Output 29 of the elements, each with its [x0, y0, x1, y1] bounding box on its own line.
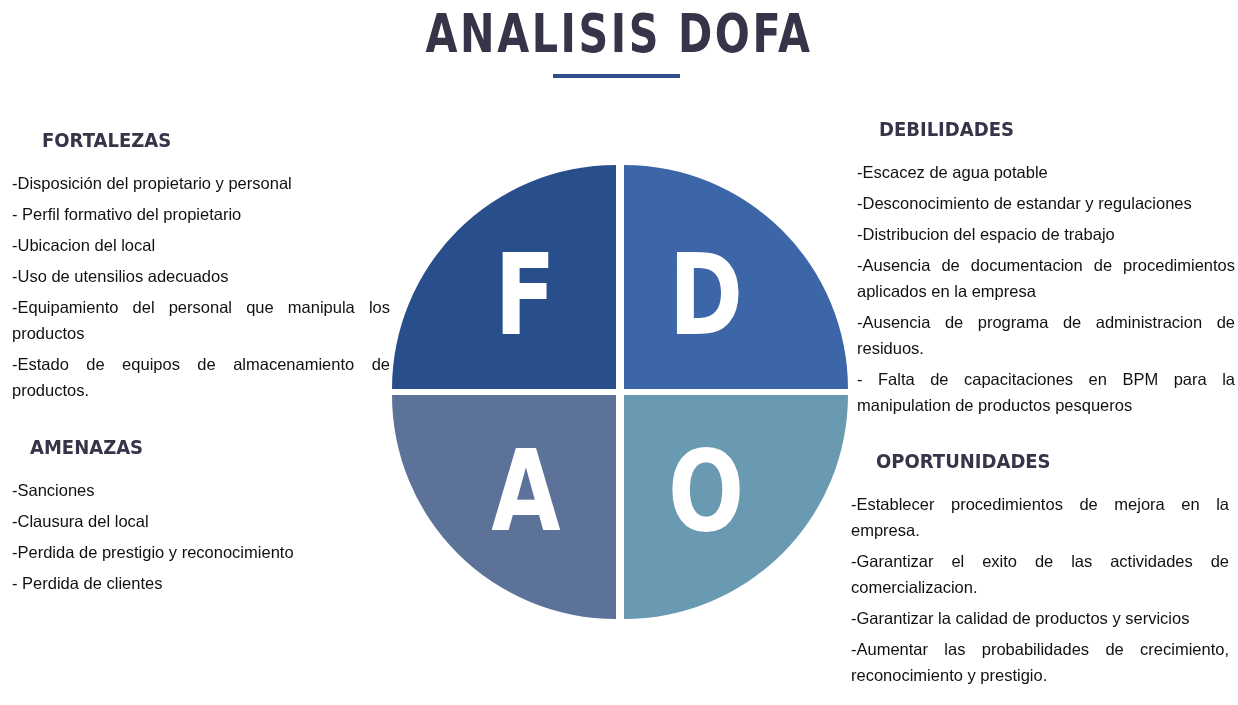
list-item: -Perdida de prestigio y reconocimiento [12, 542, 295, 563]
list-item: - Perfil formativo del propietario [12, 204, 243, 225]
list-item: -Ausencia de documentacion de procedimientos aplicados en la empresa [857, 255, 1235, 302]
list-item: - Perdida de clientes [12, 573, 164, 594]
section-heading: OPORTUNIDADES [876, 449, 1051, 473]
title: ANALISIS DOFA [424, 2, 814, 65]
list-item: -Distribucion del espacio de trabajo [857, 224, 1116, 245]
quadrant-letter: F [494, 239, 556, 351]
list-item: -Aumentar las probabilidades de crecimiento, reconocimiento y prestigio. [851, 639, 1229, 686]
section-heading: DEBILIDADES [879, 117, 1014, 141]
quadrant-letter: A [491, 435, 561, 547]
section-heading: FORTALEZAS [42, 128, 172, 152]
quadrant-letter: D [668, 239, 744, 351]
section-heading: AMENAZAS [30, 435, 144, 459]
list-item: -Equipamiento del personal que manipula los productos [12, 297, 390, 344]
list-item: -Establecer procedimientos de mejora en la empresa. [851, 494, 1229, 541]
list-item: -Clausura del local [12, 511, 150, 532]
list-item: -Ubicacion del local [12, 235, 157, 256]
list-item: -Desconocimiento de estandar y regulaciones [857, 193, 1193, 214]
list-item: -Uso de utensilios adecuados [12, 266, 230, 287]
list-item: -Sanciones [12, 480, 96, 501]
quadrant-letter: O [667, 435, 745, 547]
list-item: -Ausencia de programa de administracion de residuos. [857, 312, 1235, 359]
list-item: -Estado de equipos de almacenamiento de productos. [12, 354, 390, 401]
list-item: -Garantizar la calidad de productos y servicios [851, 608, 1191, 629]
list-item: -Garantizar el exito de las actividades de comercializacion. [851, 551, 1229, 598]
list-item: -Disposición del propietario y personal [12, 173, 293, 194]
list-item: - Falta de capacitaciones en BPM para la manipulation de productos pesqueros [857, 369, 1235, 416]
list-item: -Escacez de agua potable [857, 162, 1049, 183]
